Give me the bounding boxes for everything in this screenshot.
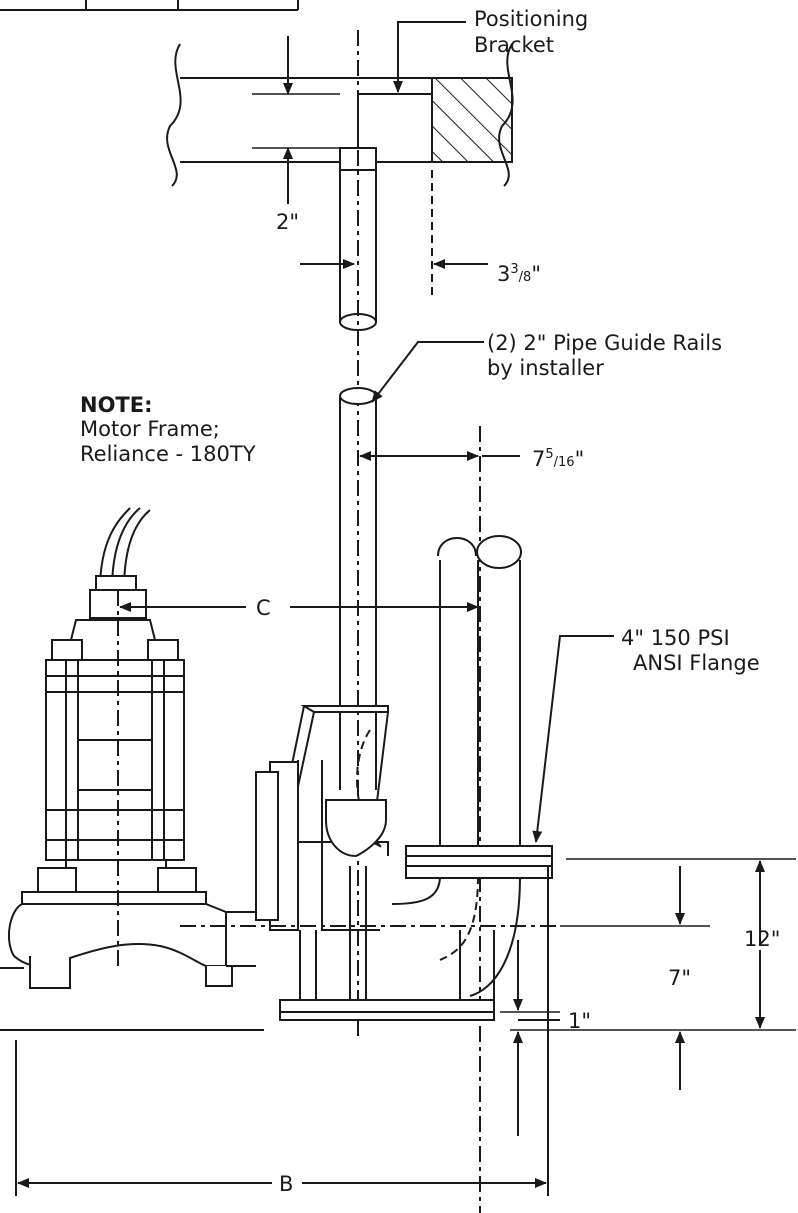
discharge-base-frame: [255, 705, 495, 1000]
discharge-elbow: [391, 875, 521, 997]
label-positioning-bracket-1: Positioning: [474, 7, 588, 31]
dim-bracket-thickness-label: 2": [276, 210, 299, 234]
leader-positioning-bracket: [393, 21, 466, 93]
label-positioning-bracket-2: Bracket: [474, 33, 554, 57]
lower-guide-rail: [339, 387, 377, 790]
dim-discharge-offset-label: 75/16": [532, 447, 584, 471]
note-title: NOTE:: [80, 393, 153, 417]
table-fragment: [0, 0, 299, 11]
base-plate: [279, 999, 495, 1021]
label-guide-rails-2: by installer: [487, 356, 604, 380]
dim-7-label: 7": [668, 966, 691, 990]
label-flange-2: ANSI Flange: [633, 651, 760, 675]
leader-guide-rails: [371, 341, 484, 403]
dim-c-label: C: [256, 596, 271, 620]
note-line-2: Reliance - 180TY: [80, 442, 256, 466]
dim-rail-offset-label: 33/8": [497, 262, 541, 286]
dim-12-label: 12": [744, 927, 780, 951]
dim-bracket-thickness: [252, 36, 340, 204]
pump-motor: [7, 507, 256, 989]
dim-rail-offset: [300, 170, 488, 296]
dim-b-label: B: [279, 1172, 293, 1196]
note-line-1: Motor Frame;: [80, 417, 220, 441]
label-flange-1: 4" 150 PSI: [621, 626, 730, 650]
dim-1-label: 1": [568, 1009, 591, 1033]
label-guide-rails-1: (2) 2" Pipe Guide Rails: [487, 331, 722, 355]
leader-flange: [532, 635, 614, 843]
ansi-flange: [405, 845, 553, 879]
